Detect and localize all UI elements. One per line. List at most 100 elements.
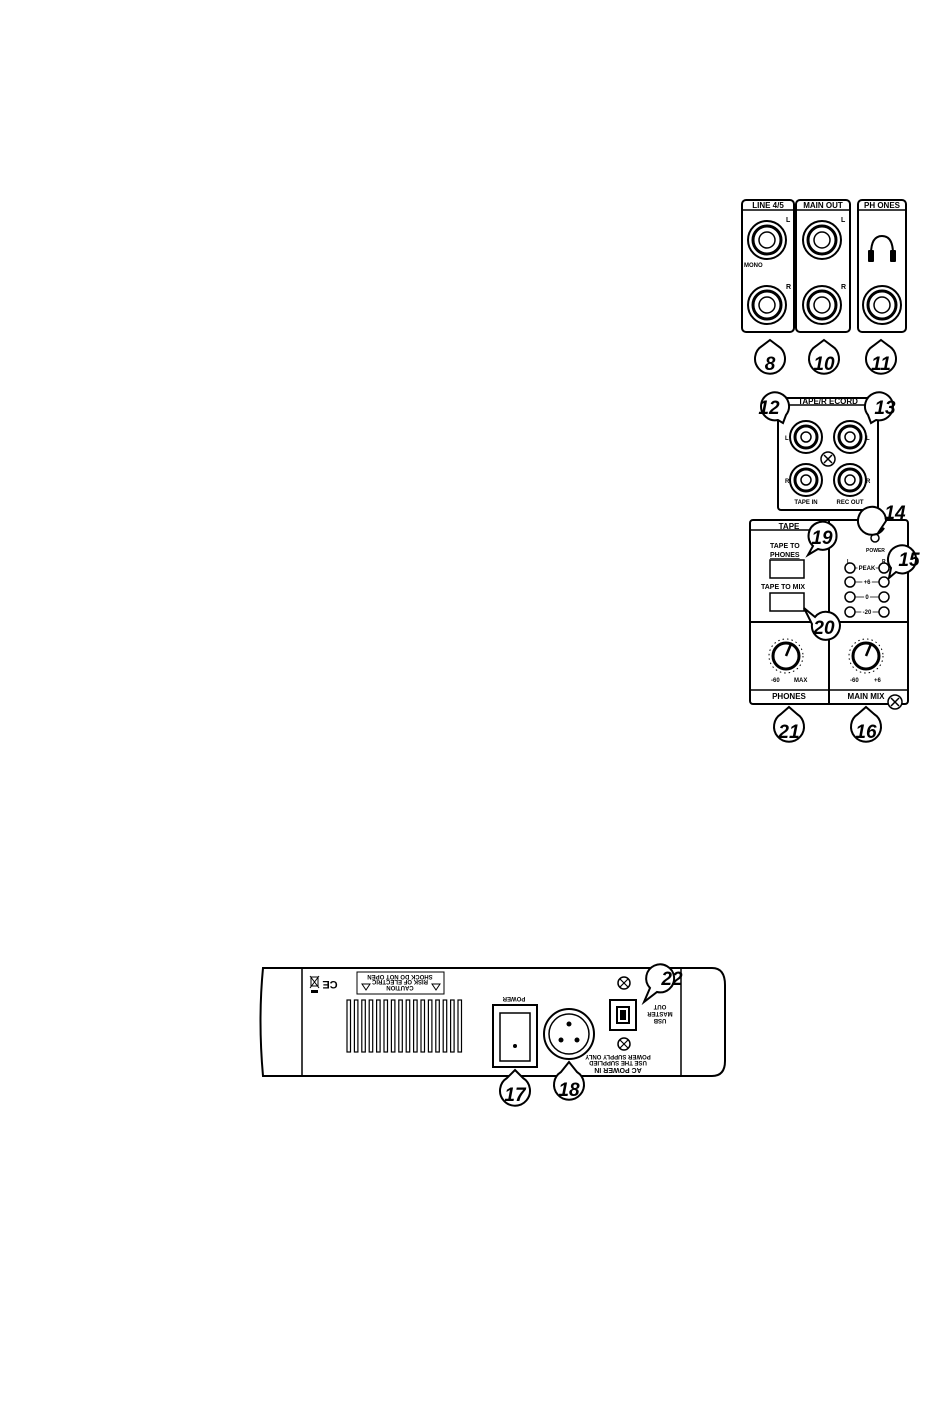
vent-slot	[376, 999, 381, 1053]
usb-label-1: USB	[653, 1017, 666, 1023]
tape-to-phones-label: TAPE TO	[770, 543, 800, 550]
vent-slot	[450, 999, 455, 1053]
svg-text:-20: -20	[863, 610, 872, 616]
svg-text:8: 8	[765, 354, 776, 375]
line45-l-label: L	[786, 217, 791, 224]
weee-bin-icon	[309, 975, 320, 993]
callout-17: 19	[805, 520, 838, 558]
svg-text:20: 20	[812, 618, 835, 639]
rec-out-l-label: L	[866, 436, 870, 442]
ac-power-connector[interactable]	[543, 1008, 595, 1060]
tape-to-phones-switch[interactable]	[769, 559, 805, 579]
meter-row-peak: PEAK	[844, 562, 890, 574]
mainmix-knob[interactable]	[848, 638, 884, 674]
mainout-panel: MAIN OUT L R	[795, 199, 851, 333]
mainout-l-label: L	[841, 217, 846, 224]
svg-text:13: 13	[874, 398, 896, 419]
vent-slot	[457, 999, 463, 1053]
tape-record-panel: TAPE/R ECORD L R L R TAPE	[777, 397, 879, 511]
rec-out-l-jack[interactable]	[833, 420, 867, 454]
callout-14: 14	[857, 503, 906, 536]
line45-r-jack[interactable]	[747, 285, 787, 325]
vent-slot	[390, 999, 396, 1053]
vent-slot	[413, 999, 418, 1053]
svg-text:11: 11	[871, 354, 891, 375]
vent-slot	[368, 999, 374, 1053]
ac-power-label: AC POWER IN	[594, 1066, 641, 1073]
screw-icon	[820, 451, 836, 467]
callout-20: 17	[499, 1068, 531, 1107]
svg-text:+6: +6	[864, 580, 872, 586]
line45-title: LINE 4/5	[752, 201, 784, 210]
tape-to-mix-switch[interactable]	[769, 592, 805, 612]
vent-slot	[405, 999, 411, 1053]
vent-slot	[435, 999, 440, 1053]
callout-12: 12	[758, 391, 791, 425]
mainout-title: MAIN OUT	[803, 201, 843, 210]
callout-16: 16	[850, 705, 882, 743]
tape-in-l-label: L	[785, 436, 789, 442]
svg-text:15: 15	[898, 550, 920, 571]
caution-line2: SHOCK DO NOT OPEN	[367, 973, 432, 979]
tape-to-mix-label: TAPE TO MIX	[761, 584, 805, 591]
vent-slot	[361, 999, 366, 1053]
svg-text:14: 14	[884, 503, 906, 524]
usb-port[interactable]	[609, 999, 637, 1031]
svg-text:0: 0	[865, 595, 869, 601]
tape-section-title: TAPE	[779, 522, 800, 531]
screw-icon	[617, 1037, 631, 1051]
phones-knob-min: -60	[771, 678, 780, 684]
phones-jack[interactable]	[862, 285, 902, 325]
phones-jack-panel: PH ONES	[857, 199, 907, 333]
mainmix-knob-min: -60	[850, 678, 859, 684]
mainout-r-label: R	[841, 284, 846, 291]
power-switch[interactable]	[492, 1004, 538, 1068]
tape-in-l-jack[interactable]	[789, 420, 823, 454]
power-switch-label: POWER	[502, 995, 525, 1001]
rec-out-r-jack[interactable]	[833, 463, 867, 497]
meter-row-minus20: -20	[844, 606, 890, 618]
tape-record-title: TAPE/R ECORD	[798, 397, 858, 406]
meter-l-label: L	[847, 559, 850, 565]
line45-mono-label: MONO	[744, 263, 763, 269]
mainout-l-jack[interactable]	[802, 220, 842, 260]
svg-text:10: 10	[813, 354, 835, 375]
phones-knob[interactable]	[768, 638, 804, 674]
ac-power-sub1: USE THE SUPPLIED	[589, 1059, 647, 1065]
meter-row-0: 0	[844, 591, 890, 603]
meter-row-plus6: +6	[844, 576, 890, 588]
tape-in-r-jack[interactable]	[789, 463, 823, 497]
mainmix-knob-max: +6	[874, 678, 882, 684]
callout-10: 10	[808, 338, 840, 375]
callout-18: 20	[803, 607, 841, 641]
caution-title: CAUTION	[386, 984, 413, 990]
vent-slot	[398, 999, 403, 1053]
phones-jack-title: PH ONES	[864, 201, 901, 210]
callout-13: 13	[863, 391, 896, 425]
usb-label-3: OUT	[653, 1003, 666, 1009]
power-label: POWER	[866, 548, 885, 554]
tape-in-r-label: R	[785, 479, 790, 485]
callout-11: 11	[865, 338, 897, 375]
svg-text:16: 16	[855, 722, 877, 743]
svg-text:PEAK: PEAK	[859, 566, 876, 572]
mainout-r-jack[interactable]	[802, 285, 842, 325]
caution-label: CAUTION RISK OF ELECTRIC SHOCK DO NOT OP…	[356, 971, 445, 995]
vent-slot	[442, 999, 448, 1053]
line45-l-jack[interactable]	[747, 220, 787, 260]
callout-8: 8	[754, 338, 786, 375]
svg-text:17: 17	[504, 1085, 527, 1106]
meter-r-label: R	[882, 559, 886, 565]
screw-icon	[887, 694, 903, 710]
vent-slot	[383, 999, 389, 1053]
vent-slots	[346, 999, 463, 1053]
rear-panel: CAUTION RISK OF ELECTRIC SHOCK DO NOT OP…	[259, 967, 726, 1077]
callout-22: 22	[641, 963, 683, 1006]
svg-text:19: 19	[811, 528, 833, 549]
ac-power-sub2: POWER SUPPLY ONLY	[585, 1053, 650, 1059]
line45-r-label: R	[786, 284, 791, 291]
vent-slot	[353, 999, 359, 1053]
svg-text:12: 12	[758, 398, 780, 419]
vent-slot	[346, 999, 352, 1053]
